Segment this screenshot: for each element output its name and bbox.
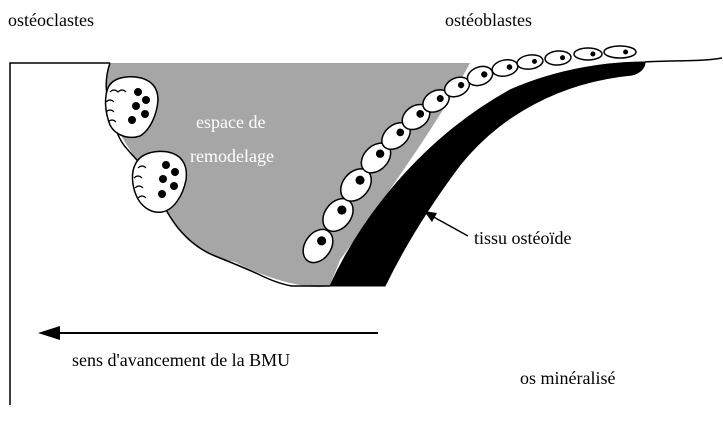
osteoid-tissue-label: tissu ostéoïde xyxy=(474,228,572,249)
direction-label: sens d'avancement de la BMU xyxy=(72,350,290,371)
osteoid-pointer xyxy=(430,215,468,236)
osteoblast-cell xyxy=(604,46,636,58)
osteoblasts-label: ostéoblastes xyxy=(445,10,532,31)
osteoblast-cell xyxy=(545,50,572,66)
bone-surface-right xyxy=(645,58,722,62)
osteoid-pointer-head xyxy=(424,211,437,222)
osteoblast-cell xyxy=(491,57,520,78)
direction-arrow-head xyxy=(38,326,60,340)
remodeling-space-label-line1: espace de xyxy=(196,112,265,133)
osteoblast-cell xyxy=(516,53,544,70)
osteoblast-cell xyxy=(574,48,602,60)
osteoclasts-label: ostéoclastes xyxy=(8,10,94,31)
mineralized-bone-label: os minéralisé xyxy=(520,368,615,389)
remodeling-space-label-line2: remodelage xyxy=(190,146,274,167)
